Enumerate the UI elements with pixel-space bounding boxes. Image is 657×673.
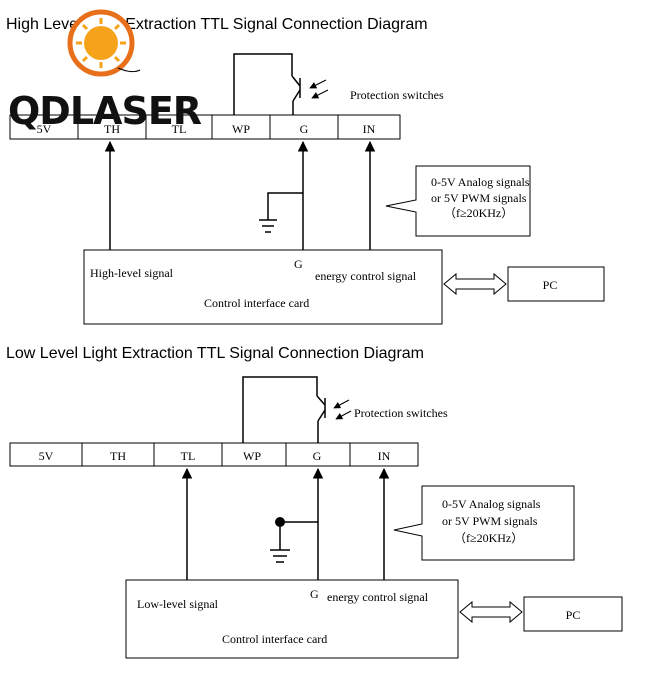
top-double-arrow xyxy=(443,272,507,296)
bottom-switch-wire xyxy=(242,376,318,443)
bottom-double-arrow xyxy=(459,600,523,624)
bottom-switch-lower-leg xyxy=(317,409,326,422)
top-pin-wp-label: WP xyxy=(232,122,250,136)
bottom-ground-icon xyxy=(270,517,318,563)
qdlaser-logo: QDLASER xyxy=(8,9,203,133)
bottom-pin-in-cell xyxy=(349,442,419,467)
top-pin-g-label: G xyxy=(300,122,309,136)
top-pin-in-label: IN xyxy=(363,122,376,136)
top-double-arrow-shape xyxy=(443,272,507,296)
bottom-pin-strip: 5V TH TL WP G IN xyxy=(9,442,419,467)
bottom-callout-line-1: 0-5V Analog signals xyxy=(442,497,541,511)
bottom-pin-th-label: TH xyxy=(110,449,126,463)
bottom-diagram: Low Level Light Extraction TTL Signal Co… xyxy=(6,345,623,659)
bottom-switch-label: Protection switches xyxy=(354,406,448,420)
top-g-label: G xyxy=(294,257,303,271)
top-pc-box xyxy=(507,266,605,302)
top-ground-icon xyxy=(259,192,303,233)
logo-swoosh xyxy=(117,67,141,73)
top-switch-label: Protection switches xyxy=(350,88,444,102)
bottom-protection-switch: Protection switches xyxy=(242,376,448,443)
bottom-g-label: G xyxy=(310,587,319,601)
top-protection-switch: Protection switches xyxy=(233,53,444,115)
top-pin-5v-label: 5V xyxy=(37,122,52,136)
top-switch-lower-leg xyxy=(292,89,301,102)
bottom-callout-line-3: （f≥20KHz） xyxy=(454,531,523,545)
bottom-pc-label: PC xyxy=(566,608,581,622)
bottom-pin-in-label: IN xyxy=(378,449,391,463)
top-signal-callout: 0-5V Analog signals or 5V PWM signals （f… xyxy=(385,165,531,237)
bottom-diagram-title: Low Level Light Extraction TTL Signal Co… xyxy=(6,345,424,362)
bottom-pin-wp-label: WP xyxy=(243,449,261,463)
bottom-callout-bubble xyxy=(393,485,575,561)
bottom-control-card xyxy=(125,579,459,659)
top-pin-tl-label: TL xyxy=(172,122,187,136)
top-energy-label: energy control signal xyxy=(315,269,417,283)
top-pin-th-label: TH xyxy=(104,122,120,136)
top-pin-g-cell xyxy=(269,114,339,140)
top-pc-label: PC xyxy=(543,278,558,292)
top-callout-bubble xyxy=(385,165,531,237)
bottom-card-label: Control interface card xyxy=(222,632,327,646)
bottom-callout-line-2: or 5V PWM signals xyxy=(442,514,538,528)
bottom-signal-label: Low-level signal xyxy=(137,597,219,611)
top-card-label: Control interface card xyxy=(204,296,309,310)
bottom-pc-box xyxy=(523,596,623,632)
top-ground-wire xyxy=(267,192,303,220)
top-light-arrow-1 xyxy=(309,79,327,89)
top-pin-in-cell xyxy=(337,114,401,140)
bottom-pin-g-label: G xyxy=(313,449,322,463)
bottom-double-arrow-shape xyxy=(459,600,523,624)
top-diagram: High Level Light Extraction TTL Signal C… xyxy=(6,16,605,325)
top-pin-strip: 5V TH TL WP G IN xyxy=(9,114,401,140)
sun-icon xyxy=(76,18,126,68)
bottom-light-arrow-1 xyxy=(333,399,350,409)
logo-text: QDLASER xyxy=(8,89,202,133)
top-diagram-title: High Level Light Extraction TTL Signal C… xyxy=(6,16,428,33)
top-signal-label: High-level signal xyxy=(90,266,174,280)
top-switch-upper-leg xyxy=(291,75,301,87)
bottom-energy-label: energy control signal xyxy=(327,590,429,604)
top-callout-line-2: or 5V PWM signals xyxy=(431,191,527,205)
top-pin-th-cell xyxy=(77,114,147,140)
bottom-switch-upper-leg xyxy=(316,395,326,406)
bottom-pin-5v-label: 5V xyxy=(39,449,54,463)
top-callout-line-1: 0-5V Analog signals xyxy=(431,175,530,189)
bottom-signal-callout: 0-5V Analog signals or 5V PWM signals （f… xyxy=(393,485,575,561)
top-light-arrow-2 xyxy=(311,89,329,99)
top-callout-line-3: （f≥20KHz） xyxy=(444,206,513,220)
bottom-pin-tl-label: TL xyxy=(181,449,196,463)
bottom-light-arrow-2 xyxy=(335,410,352,420)
top-switch-wire xyxy=(233,53,293,115)
top-control-card xyxy=(83,249,443,325)
